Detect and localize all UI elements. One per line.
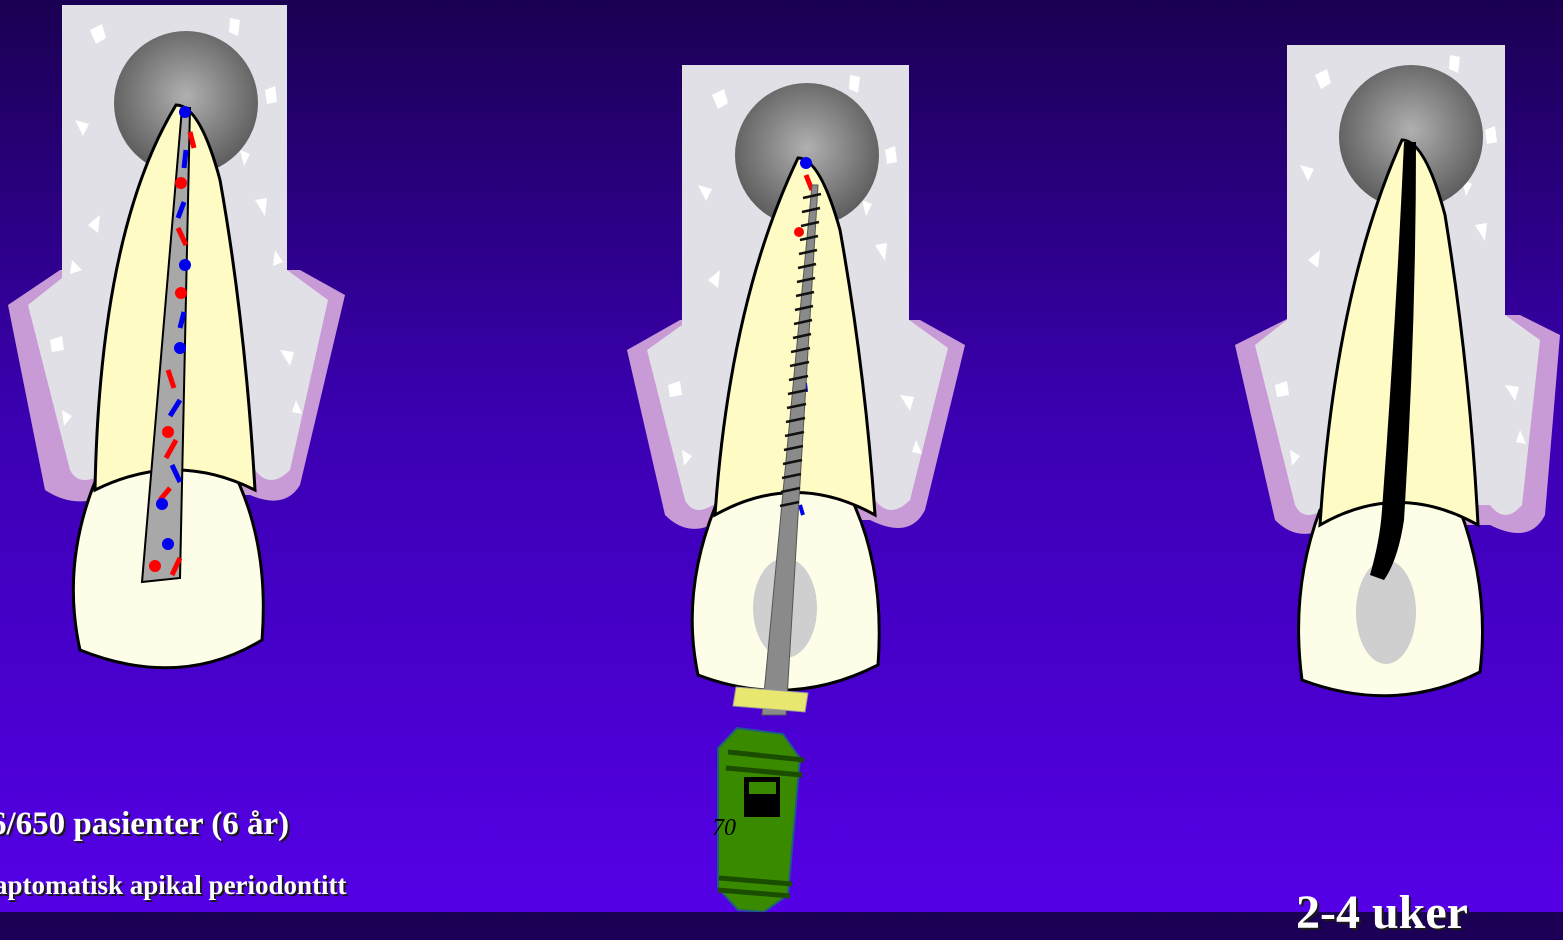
tooth-panel-instrumentation (627, 65, 965, 912)
handle-window-icon (744, 777, 780, 817)
duration-caption: 2-4 uker (1296, 885, 1468, 940)
illustration-canvas (0, 0, 1563, 912)
patients-caption: 6/650 pasienter (6 år) (0, 806, 289, 843)
diagnosis-caption: aptomatisk apikal periodontitt (0, 870, 347, 901)
tooth-panel-infected (8, 5, 345, 668)
file-size-label: 70 (712, 815, 736, 842)
tooth-panel-filled (1235, 45, 1560, 696)
